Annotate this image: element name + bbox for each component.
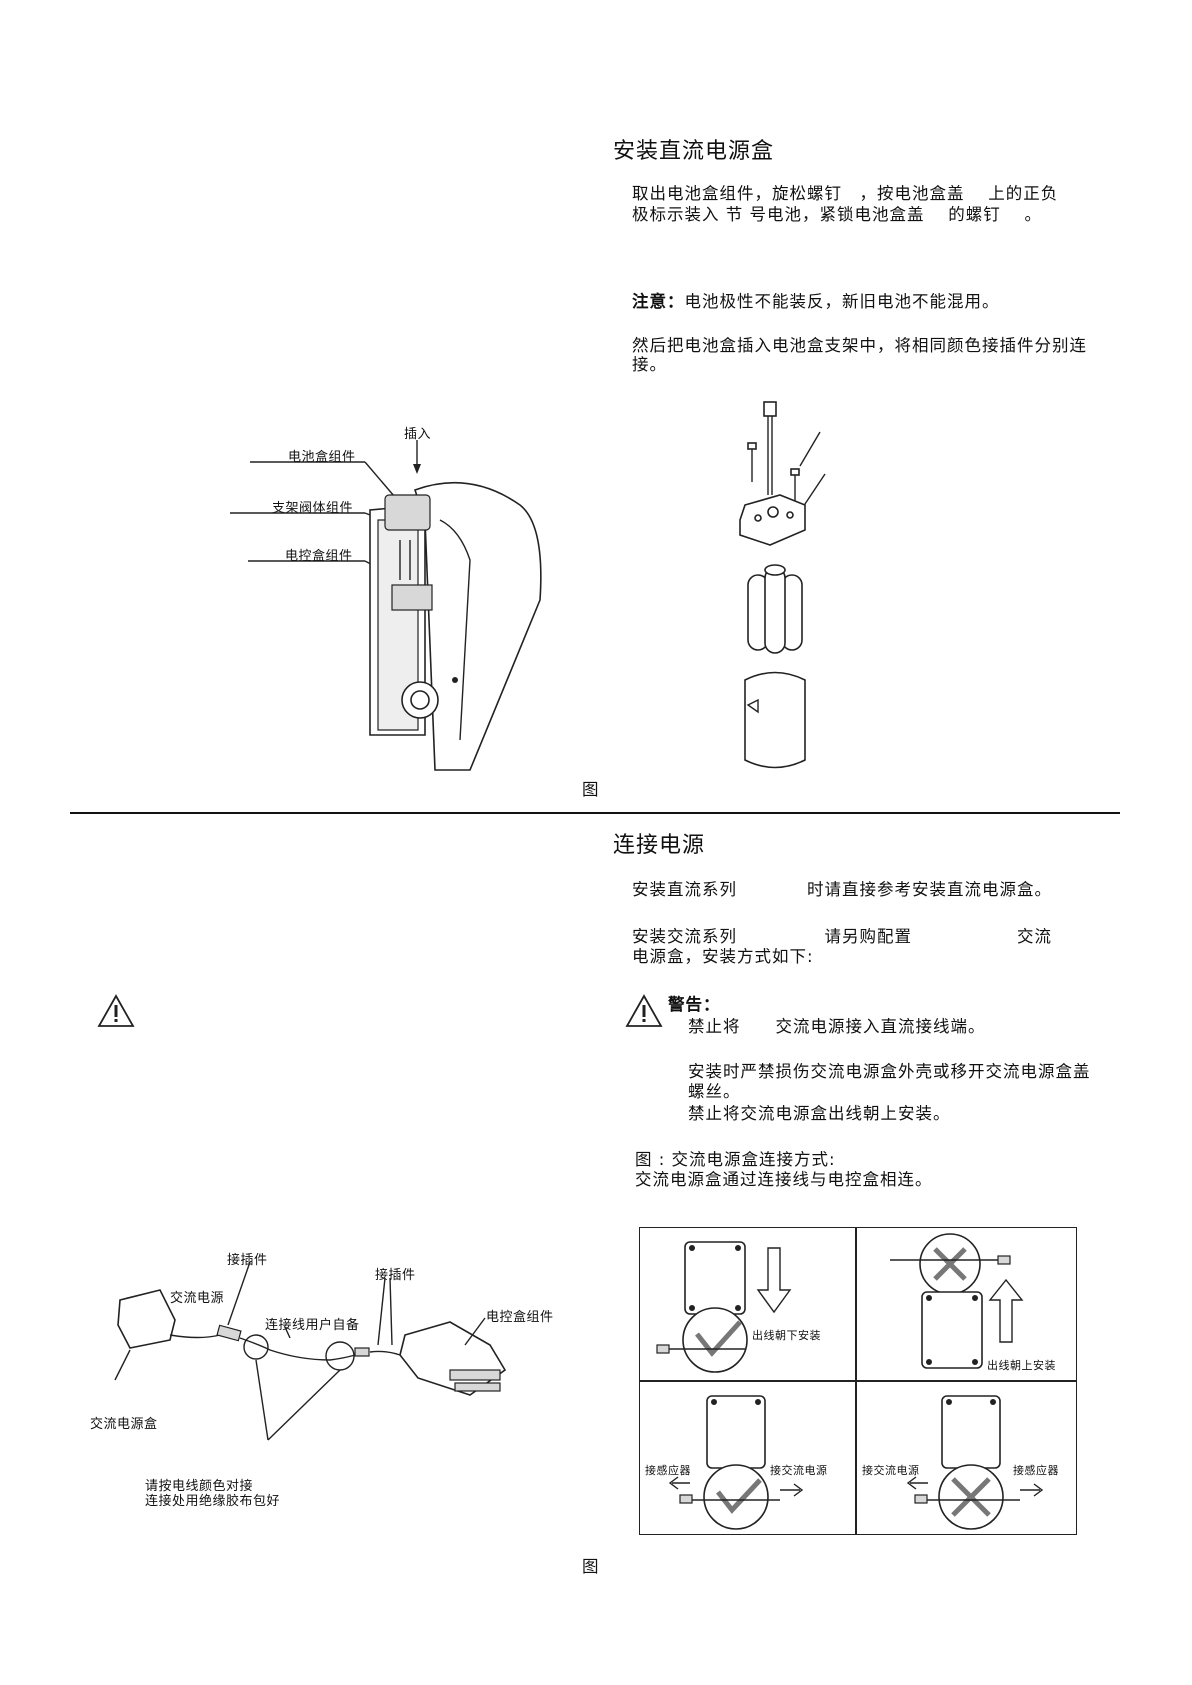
note-wire-colors: 请按电线颜色对接 bbox=[145, 1479, 254, 1494]
paragraph-line: 接。 bbox=[632, 355, 667, 374]
paragraph-line: 极标示装入 节 号电池，紧锁电池盒盖 的螺钉 。 bbox=[632, 205, 1042, 224]
warning-title: 警告： bbox=[668, 995, 721, 1014]
paragraph-line: 然后把电池盒插入电池盒支架中，将相同颜色接插件分别连 bbox=[632, 336, 1087, 355]
label-sensor: 接感应器 bbox=[645, 1464, 691, 1477]
label-ac: 接交流电源 bbox=[770, 1464, 828, 1477]
label-insert: 插入 bbox=[404, 427, 432, 442]
figure-label: 图 bbox=[582, 1557, 600, 1576]
paragraph-line: 安装交流系列 请另购配置 交流 bbox=[632, 927, 1052, 946]
paragraph-line: 电源盒，安装方式如下: bbox=[632, 947, 814, 966]
label-control-box: 电控盒组件 bbox=[285, 549, 353, 564]
section-title-dc-power: 安装直流电源盒 bbox=[613, 139, 775, 164]
label-down-ok: 出线朝下安装 bbox=[752, 1329, 821, 1342]
label-up-bad: 出线朝上安装 bbox=[987, 1359, 1056, 1372]
note-label: 注意： bbox=[632, 292, 685, 311]
section-title-connect-power: 连接电源 bbox=[613, 833, 706, 858]
note-text: 电池极性不能装反，新旧电池不能混用。 bbox=[684, 292, 1000, 311]
section-divider bbox=[70, 812, 1120, 814]
note-line: 注意：电池极性不能装反，新旧电池不能混用。 bbox=[632, 292, 1000, 311]
warning-item: 安装时严禁损伤交流电源盒外壳或移开交流电源盒盖 bbox=[688, 1062, 1091, 1081]
warning-triangle-icon bbox=[625, 994, 663, 1027]
label-connector: 接插件 bbox=[227, 1253, 268, 1268]
figure-caption: 交流电源盒通过连接线与电控盒相连。 bbox=[635, 1170, 933, 1189]
paragraph-line: 安装直流系列 时请直接参考安装直流电源盒。 bbox=[632, 880, 1052, 899]
warning-triangle-icon bbox=[97, 994, 135, 1027]
label-control-box: 电控盒组件 bbox=[486, 1310, 554, 1325]
warning-item: 螺丝。 bbox=[688, 1082, 741, 1101]
warning-item: 禁止将 交流电源接入直流接线端。 bbox=[688, 1017, 986, 1036]
label-bracket-valve: 支架阀体组件 bbox=[272, 501, 354, 516]
figure-caption: 图 : 交流电源盒连接方式: bbox=[635, 1150, 836, 1169]
note-insulate: 连接处用绝缘胶布包好 bbox=[145, 1494, 281, 1509]
label-sensor: 接感应器 bbox=[1013, 1464, 1059, 1477]
label-ac-power: 交流电源 bbox=[170, 1291, 225, 1306]
paragraph-line: 取出电池盒组件，旋松螺钉 ，按电池盒盖 上的正负 bbox=[632, 184, 1059, 203]
warning-item: 禁止将交流电源盒出线朝上安装。 bbox=[688, 1104, 951, 1123]
install-orientation-grid bbox=[639, 1227, 1077, 1535]
figure-label: 图 bbox=[582, 780, 600, 799]
label-battery-box: 电池盒组件 bbox=[288, 450, 356, 465]
label-ac: 接交流电源 bbox=[862, 1464, 920, 1477]
label-user-cable: 连接线用户自备 bbox=[265, 1318, 360, 1333]
label-ac-power-box: 交流电源盒 bbox=[90, 1417, 158, 1432]
